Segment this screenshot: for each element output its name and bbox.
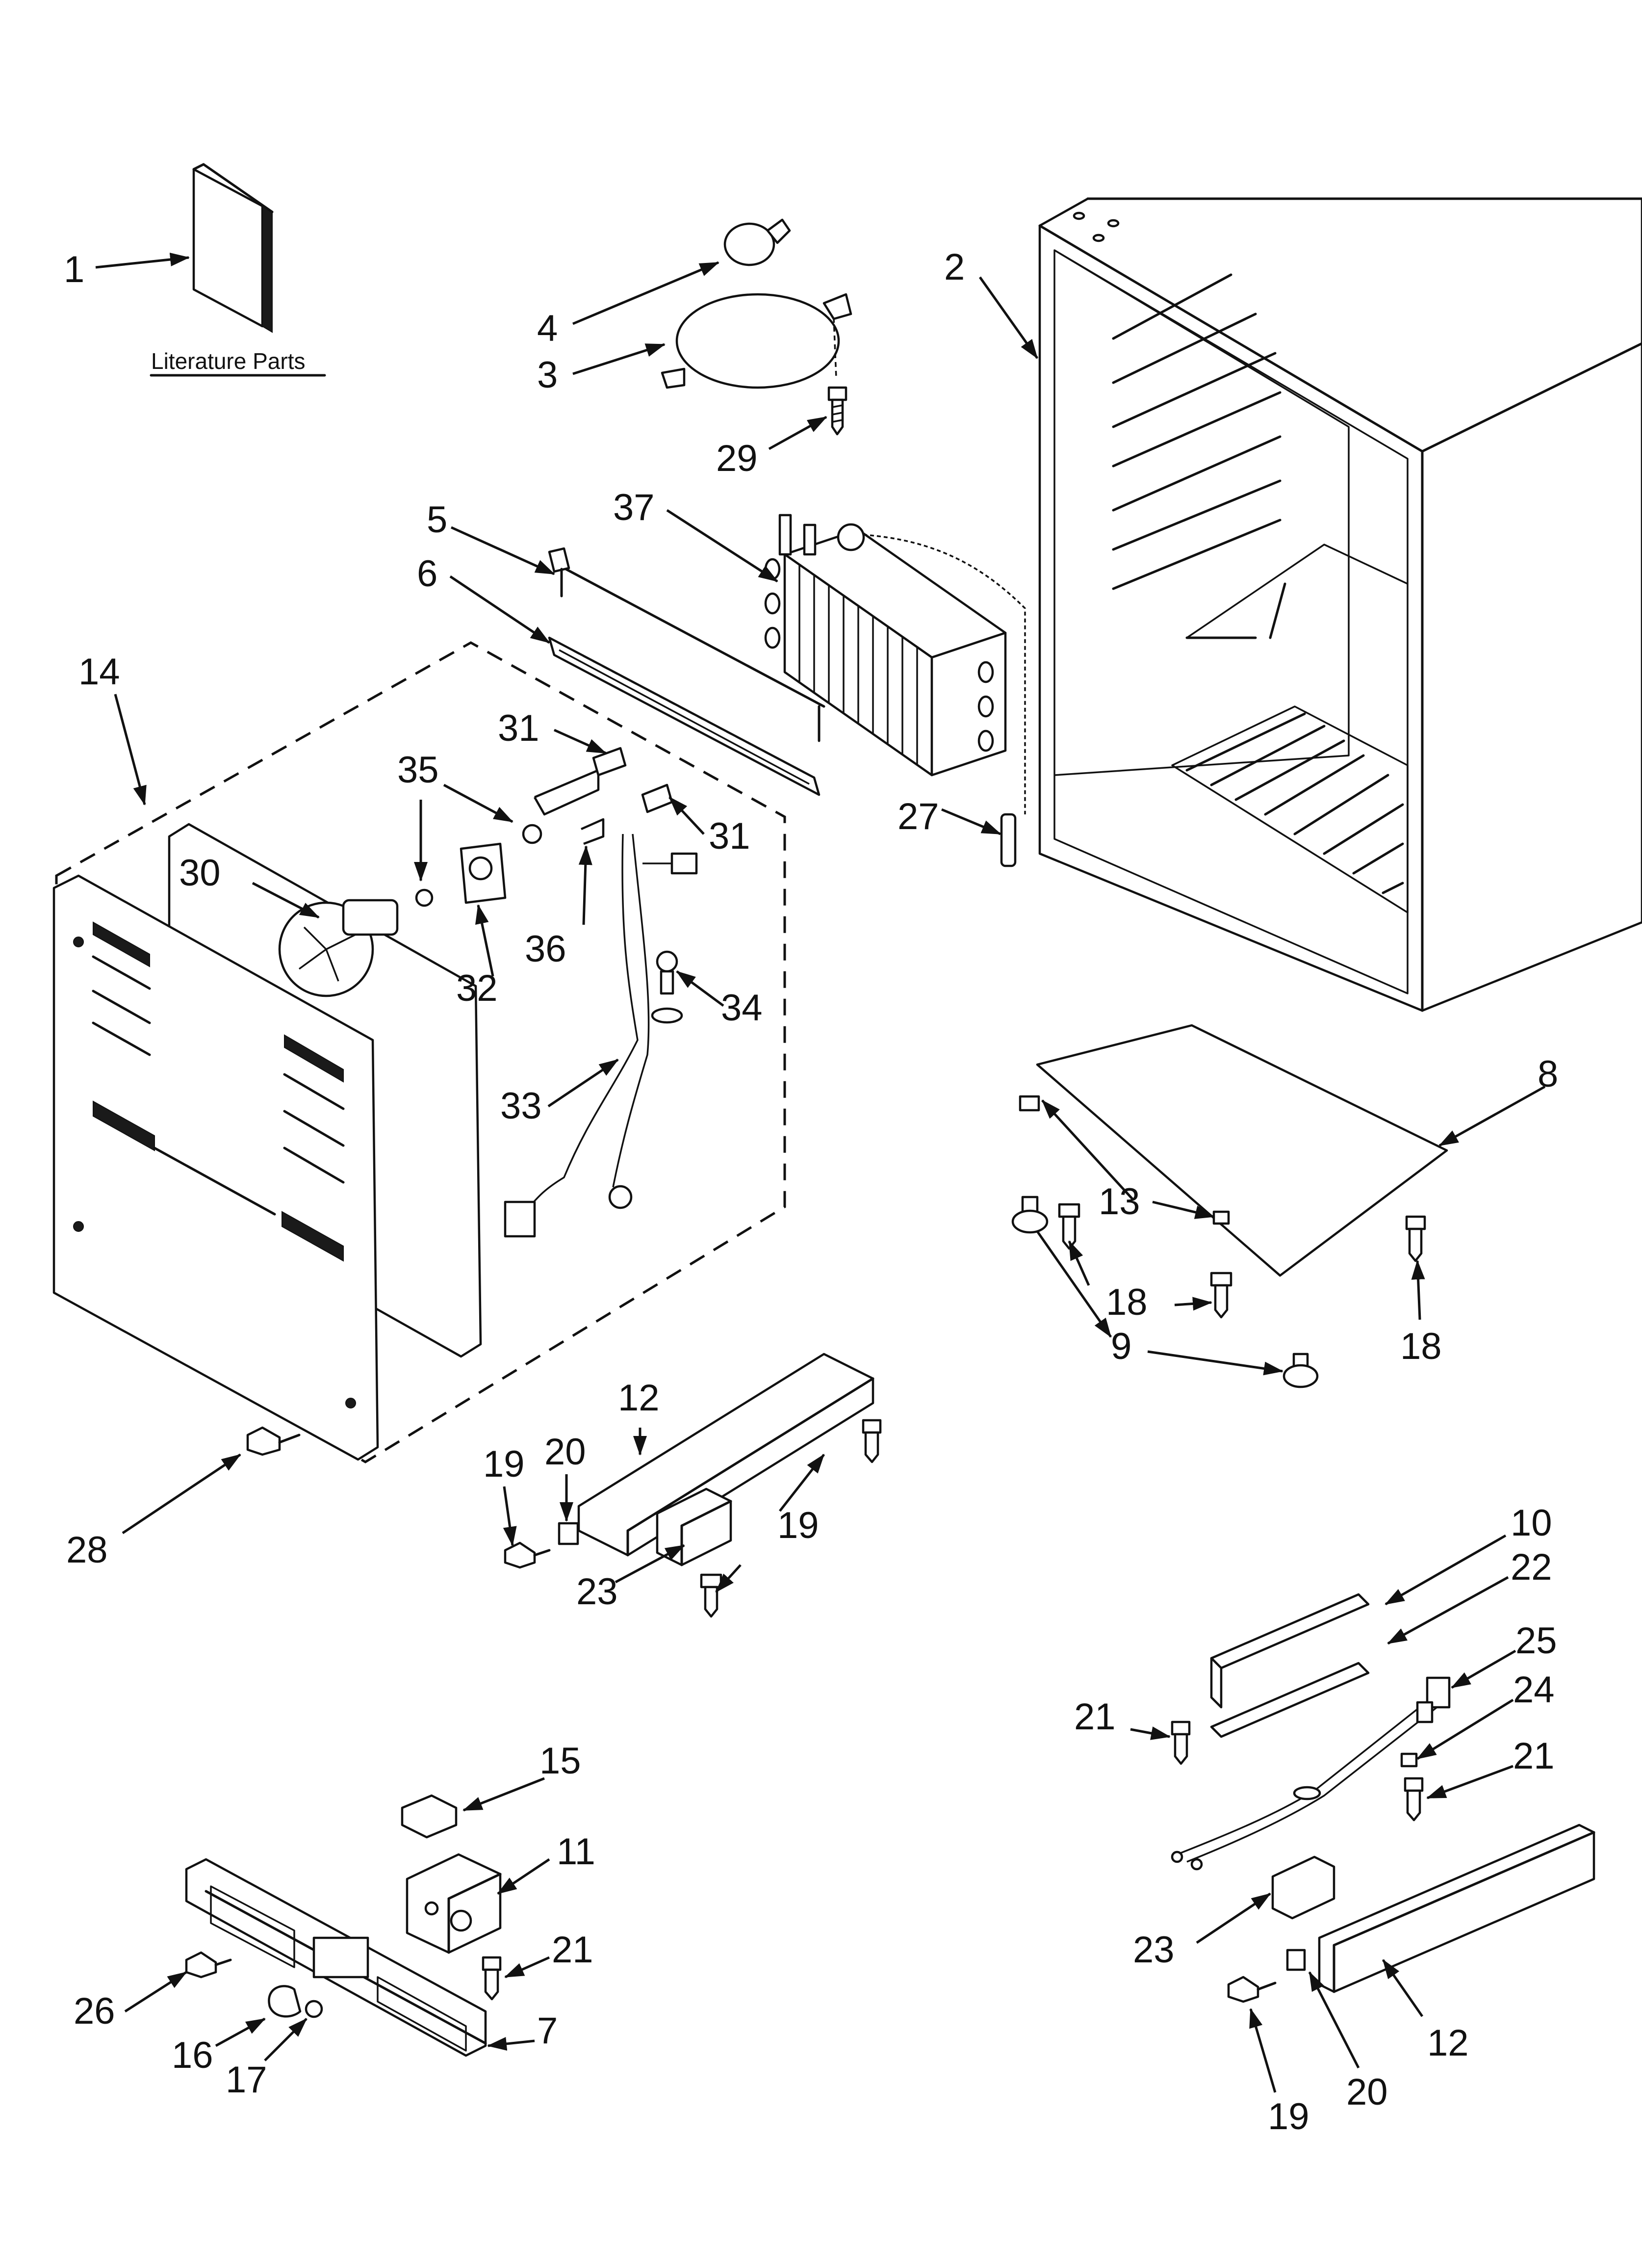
rear-access-panel: [52, 874, 379, 1461]
callout-19b: 19: [777, 1505, 819, 1546]
callout-20a: 20: [544, 1431, 586, 1473]
callout-2: 2: [944, 246, 965, 288]
callout-33: 33: [500, 1085, 542, 1127]
callout-32: 32: [456, 967, 498, 1009]
base-channel-right: [1318, 1824, 1595, 1993]
evaporator-coil: [764, 514, 1026, 814]
channel-clip-right: [1286, 1949, 1306, 1971]
light-shield: [661, 293, 852, 389]
control-knob: [268, 1985, 302, 2018]
callout-21b: 21: [1513, 1735, 1555, 1777]
callout-28: 28: [66, 1529, 108, 1571]
callout-12a: 12: [618, 1377, 660, 1419]
callout-19a: 19: [483, 1443, 525, 1485]
literature-parts-caption: Literature Parts: [151, 348, 305, 374]
base-screw-2: [1210, 1272, 1232, 1319]
callout-21c: 21: [552, 1929, 593, 1971]
leader-lines: [95, 253, 1546, 2093]
callout-9b: 9: [1111, 1326, 1131, 1367]
thermistor-probe: [1000, 813, 1017, 867]
callout-18a: 18: [1106, 1281, 1148, 1323]
light-bulb: [723, 218, 791, 266]
drain-trough: [548, 636, 821, 796]
mounting-screw-lower: [641, 783, 673, 813]
channel-screw-mid: [700, 1573, 722, 1618]
callout-14: 14: [78, 651, 120, 693]
literature-booklet: [192, 163, 274, 333]
callout-25: 25: [1515, 1620, 1557, 1662]
channel-screw-right-top: [1404, 1777, 1424, 1822]
callout-6: 6: [417, 553, 437, 595]
callout-4: 4: [537, 308, 558, 349]
wiring-harness: [504, 834, 698, 1238]
channel-screw-right-front: [1227, 1976, 1277, 2003]
callout-22: 22: [1511, 1546, 1552, 1588]
callout-21a: 21: [1074, 1696, 1116, 1738]
wire-clip: [1400, 1752, 1418, 1768]
temperature-control: [406, 1853, 502, 1954]
callout-17: 17: [226, 2059, 267, 2101]
callout-8: 8: [1538, 1053, 1558, 1095]
callout-19c: 19: [1268, 2096, 1309, 2138]
bracket-screw-upper-right: [1171, 1721, 1191, 1765]
callout-23a: 23: [576, 1571, 618, 1613]
callout-36: 36: [525, 928, 566, 970]
leveling-leg-left: [1011, 1196, 1049, 1234]
callout-20b: 20: [1346, 2071, 1388, 2113]
mounting-screw-upper: [592, 747, 627, 777]
callout-34: 34: [721, 987, 763, 1029]
callout-5: 5: [427, 499, 447, 541]
callout-31b: 31: [709, 815, 750, 857]
channel-screw-left: [504, 1541, 551, 1569]
callout-16: 16: [172, 2034, 213, 2076]
callout-31a: 31: [498, 707, 539, 749]
callout-37: 37: [613, 487, 655, 528]
callout-29: 29: [716, 438, 758, 479]
grille-screw: [185, 1951, 232, 1979]
callout-26: 26: [74, 1990, 115, 2032]
callout-18b: 18: [1400, 1326, 1442, 1367]
callout-27: 27: [898, 796, 939, 837]
callout-12b: 12: [1427, 2022, 1469, 2064]
channel-bracket-right: [1271, 1855, 1335, 1920]
ground-screw: [651, 950, 683, 1024]
callout-24: 24: [1513, 1669, 1555, 1711]
channel-screw-right: [862, 1419, 882, 1463]
callout-30: 30: [179, 852, 221, 894]
callout-labels: 1 2 3 4 5 6 7 8 9 9 10 11 12 12 13 14 15…: [64, 246, 1558, 2138]
callout-13: 13: [1099, 1181, 1140, 1223]
callout-7: 7: [537, 2010, 558, 2052]
callout-15: 15: [539, 1740, 581, 1782]
control-connector: [401, 1794, 458, 1839]
shield-screw: [827, 386, 847, 436]
base-plate: [1036, 1024, 1448, 1277]
knob-insert: [305, 2000, 323, 2018]
callout-1: 1: [64, 249, 84, 290]
motor-bracket: [534, 769, 605, 845]
base-screw-3: [1405, 1215, 1426, 1262]
toe-grille-bracket: [1210, 1593, 1370, 1738]
base-channel-left: [577, 1353, 874, 1557]
callout-9a: 9: [1111, 1326, 1131, 1367]
cabinet: [1038, 197, 1642, 1012]
callout-23b: 23: [1133, 1929, 1175, 1971]
leveling-leg-right: [1283, 1353, 1319, 1388]
control-screw: [482, 1956, 502, 2001]
wire-connector-harness: [1171, 1676, 1451, 1871]
callout-10: 10: [1511, 1502, 1552, 1544]
callout-35: 35: [397, 749, 439, 791]
callout-11: 11: [557, 1831, 595, 1873]
panel-screw: [246, 1426, 301, 1456]
base-clip: [1019, 1095, 1230, 1225]
toe-grille: [185, 1858, 487, 2057]
fan-motor: [415, 824, 542, 907]
callout-3: 3: [537, 354, 558, 396]
channel-clip-left: [558, 1522, 579, 1545]
